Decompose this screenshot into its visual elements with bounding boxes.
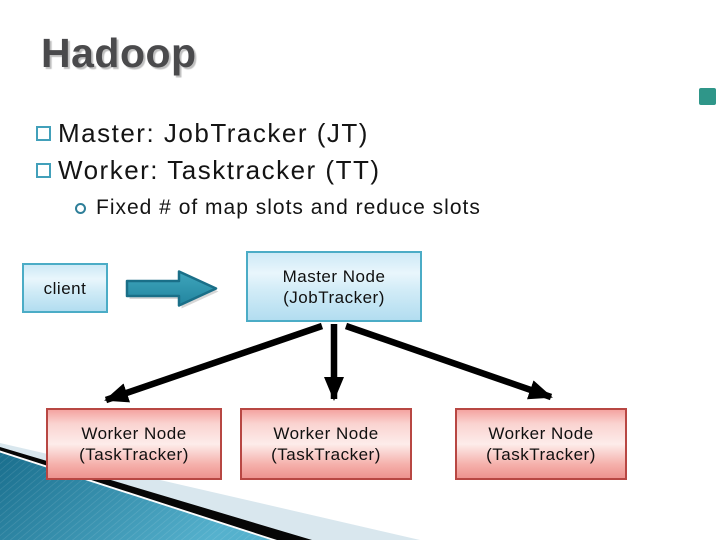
worker-node-label-line1: Worker Node xyxy=(81,424,187,443)
circle-bullet-icon xyxy=(75,202,86,214)
bullet-text: Worker: Tasktracker (TT) xyxy=(58,155,381,185)
bullet-item-master: Master: JobTracker (JT) xyxy=(36,115,481,152)
worker-node-label-line1: Worker Node xyxy=(273,424,379,443)
flow-arrow-icon xyxy=(125,270,218,307)
bullet-list: Master: JobTracker (JT) Worker: Tasktrac… xyxy=(36,115,481,223)
slide-title: Hadoop xyxy=(41,30,197,76)
bullet-item-worker: Worker: Tasktracker (TT) xyxy=(36,152,481,189)
worker-node-label-line2: (TaskTracker) xyxy=(79,445,189,464)
bullet-text: Master: JobTracker (JT) xyxy=(58,118,369,148)
square-bullet-icon xyxy=(36,163,51,178)
corner-square-decoration xyxy=(699,88,716,105)
client-node-label: client xyxy=(43,278,87,298)
worker-node-box-2: Worker Node (TaskTracker) xyxy=(240,408,412,480)
connector-arrow-right xyxy=(344,322,553,401)
master-node-label-line2: (JobTracker) xyxy=(283,287,385,307)
worker-node-label-line1: Worker Node xyxy=(488,424,594,443)
worker-node-box-1: Worker Node (TaskTracker) xyxy=(46,408,222,480)
client-node-box: client xyxy=(22,263,108,313)
square-bullet-icon xyxy=(36,126,51,141)
worker-node-box-3: Worker Node (TaskTracker) xyxy=(455,408,627,480)
master-node-label-line1: Master Node xyxy=(282,266,386,286)
connector-arrow-left xyxy=(104,322,324,404)
sub-bullet-item: Fixed # of map slots and reduce slots xyxy=(75,193,481,223)
sub-bullet-text: Fixed # of map slots and reduce slots xyxy=(96,196,481,219)
worker-node-label-line2: (TaskTracker) xyxy=(271,445,381,464)
master-node-box: Master Node (JobTracker) xyxy=(246,251,422,322)
worker-node-label-line2: (TaskTracker) xyxy=(486,445,596,464)
